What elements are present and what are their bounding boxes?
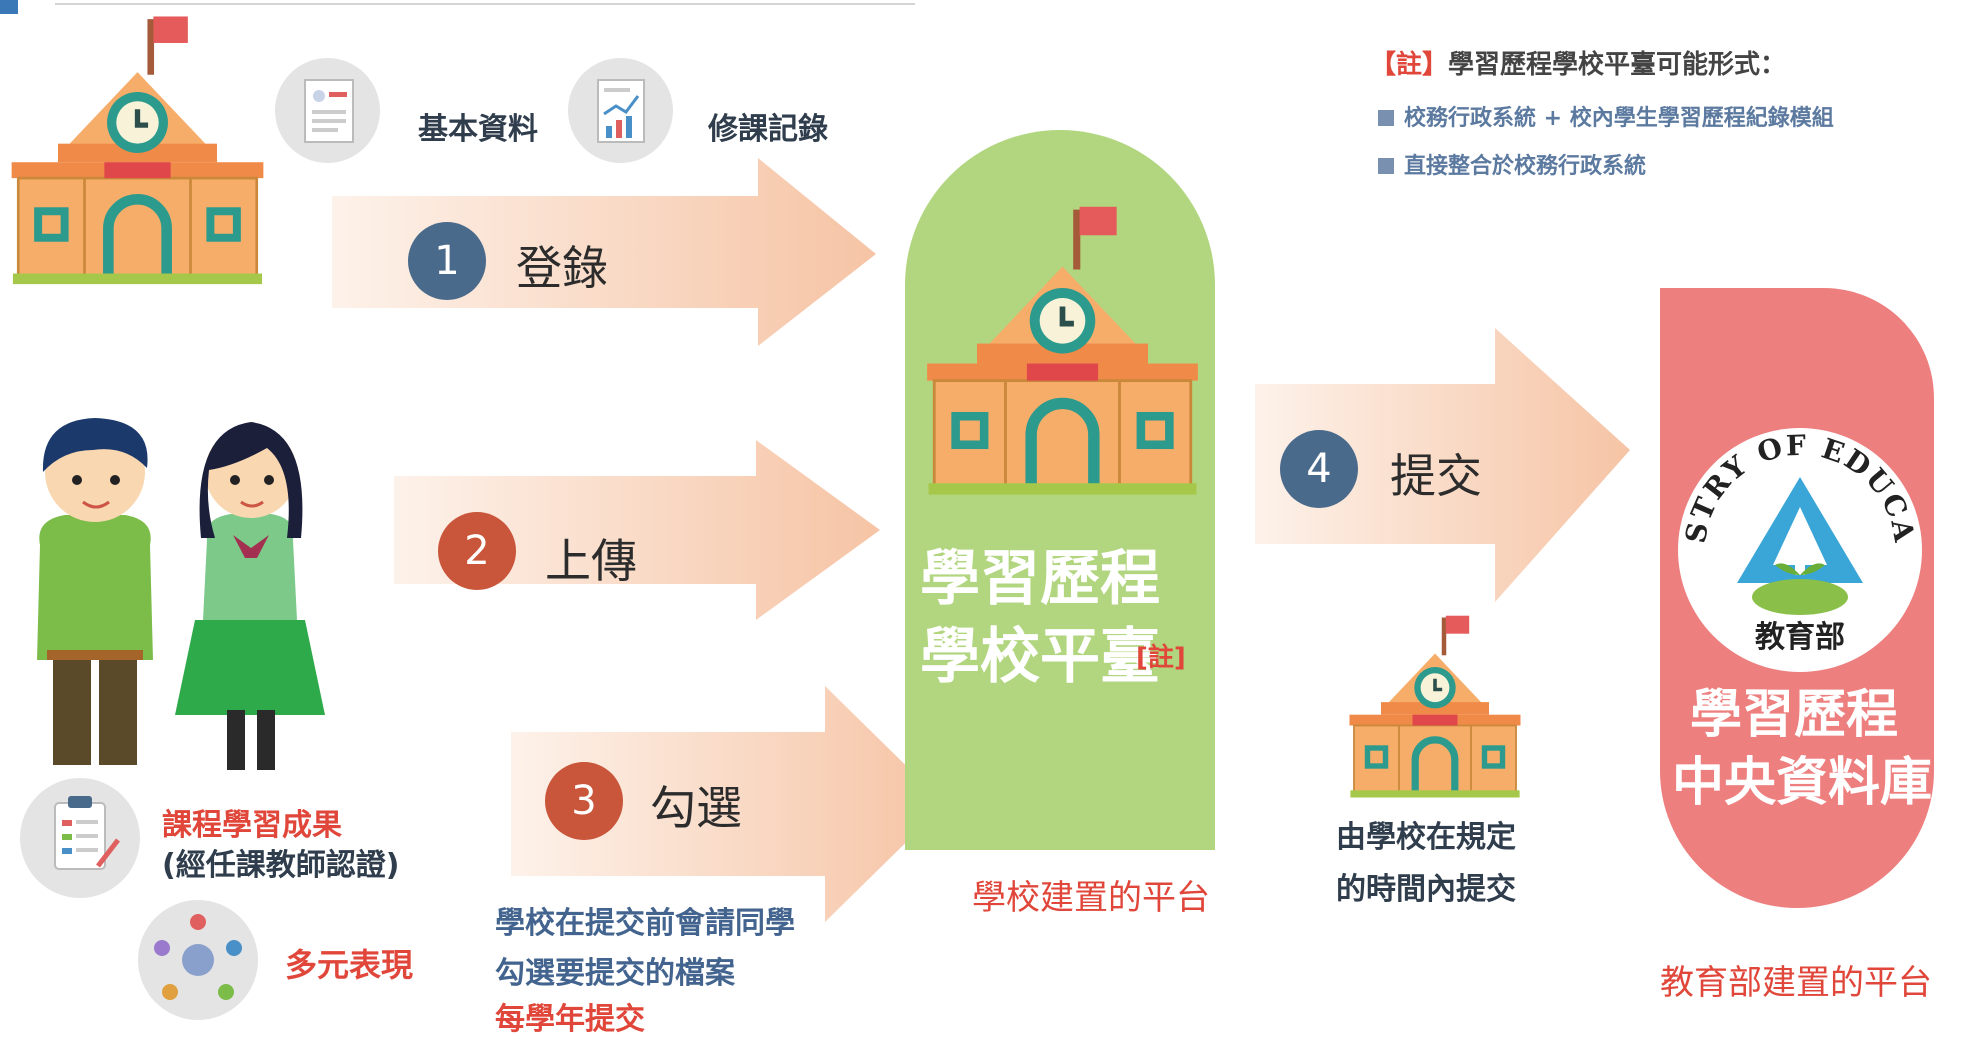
arrow-step-3 <box>511 686 945 922</box>
course-record-label: 修課記錄 <box>708 112 828 147</box>
step-1-label: 登錄 <box>516 241 608 295</box>
moe-seal-logo: MINISTRY OF EDUCATION 教育部 <box>1665 415 1922 672</box>
school-platform-title-line1: 學習歷程 <box>920 544 1160 614</box>
step-4-number: 4 <box>1280 430 1358 508</box>
corner-marker <box>0 0 18 14</box>
note-item-1-text: 校務行政系統 + 校內學生學習歷程紀錄模組 <box>1404 106 1834 131</box>
note-item-1: 校務行政系統 + 校內學生學習歷程紀錄模組 <box>1378 100 1834 132</box>
school-building-icon <box>5 5 270 285</box>
document-icon <box>275 58 380 163</box>
note-bracket: 【註】 <box>1370 50 1449 80</box>
step-3-label: 勾選 <box>650 781 742 835</box>
step-1-number: 1 <box>408 222 486 300</box>
school-platform-caption: 學校建置的平台 <box>972 878 1210 918</box>
step-2-label: 上傳 <box>545 534 637 588</box>
school-platform-title-line2: 學校平臺 <box>920 622 1160 692</box>
step-2-number: 2 <box>438 512 516 590</box>
network-icon <box>138 900 258 1020</box>
students-illustration <box>37 418 325 770</box>
central-db-title-line1: 學習歷程 <box>1690 685 1899 745</box>
school-platform-building-icon <box>920 195 1205 495</box>
select-note-line2: 勾選要提交的檔案 <box>495 956 735 991</box>
step-3-number: 3 <box>545 762 623 840</box>
clipboard-icon <box>20 778 140 898</box>
report-chart-icon <box>568 58 673 163</box>
school-platform-note-mark: [註] <box>1136 643 1186 673</box>
arrow-step-4 <box>1255 328 1630 602</box>
note-item-2: 直接整合於校務行政系統 <box>1378 148 1646 180</box>
seal-chinese-text: 教育部 <box>1755 620 1845 655</box>
basic-data-label: 基本資料 <box>418 112 538 147</box>
submit-note-line1: 由學校在規定 <box>1336 820 1516 855</box>
note-item-2-text: 直接整合於校務行政系統 <box>1404 154 1647 179</box>
select-note-line3: 每學年提交 <box>495 1002 645 1037</box>
note-title-text: 學習歷程學校平臺可能形式： <box>1448 50 1787 80</box>
bullet-square-icon <box>1378 110 1394 126</box>
note-title: 【註】學習歷程學校平臺可能形式： <box>1370 44 1786 81</box>
learning-outcome-label: 課程學習成果 <box>162 808 342 843</box>
bullet-square-icon <box>1378 158 1394 174</box>
teacher-certified-label: (經任課教師認證) <box>162 848 400 883</box>
header-divider <box>55 3 915 5</box>
arrow-step-2 <box>394 440 880 620</box>
central-db-title-line2: 中央資料庫 <box>1672 753 1933 813</box>
diverse-performance-label: 多元表現 <box>285 946 414 984</box>
small-school-icon <box>1345 608 1525 798</box>
step-4-label: 提交 <box>1390 449 1482 503</box>
submit-note-line2: 的時間內提交 <box>1336 872 1516 907</box>
select-note-line1: 學校在提交前會請同學 <box>495 906 795 941</box>
moe-platform-caption: 教育部建置的平台 <box>1660 963 1932 1003</box>
arrow-step-1 <box>332 158 876 346</box>
